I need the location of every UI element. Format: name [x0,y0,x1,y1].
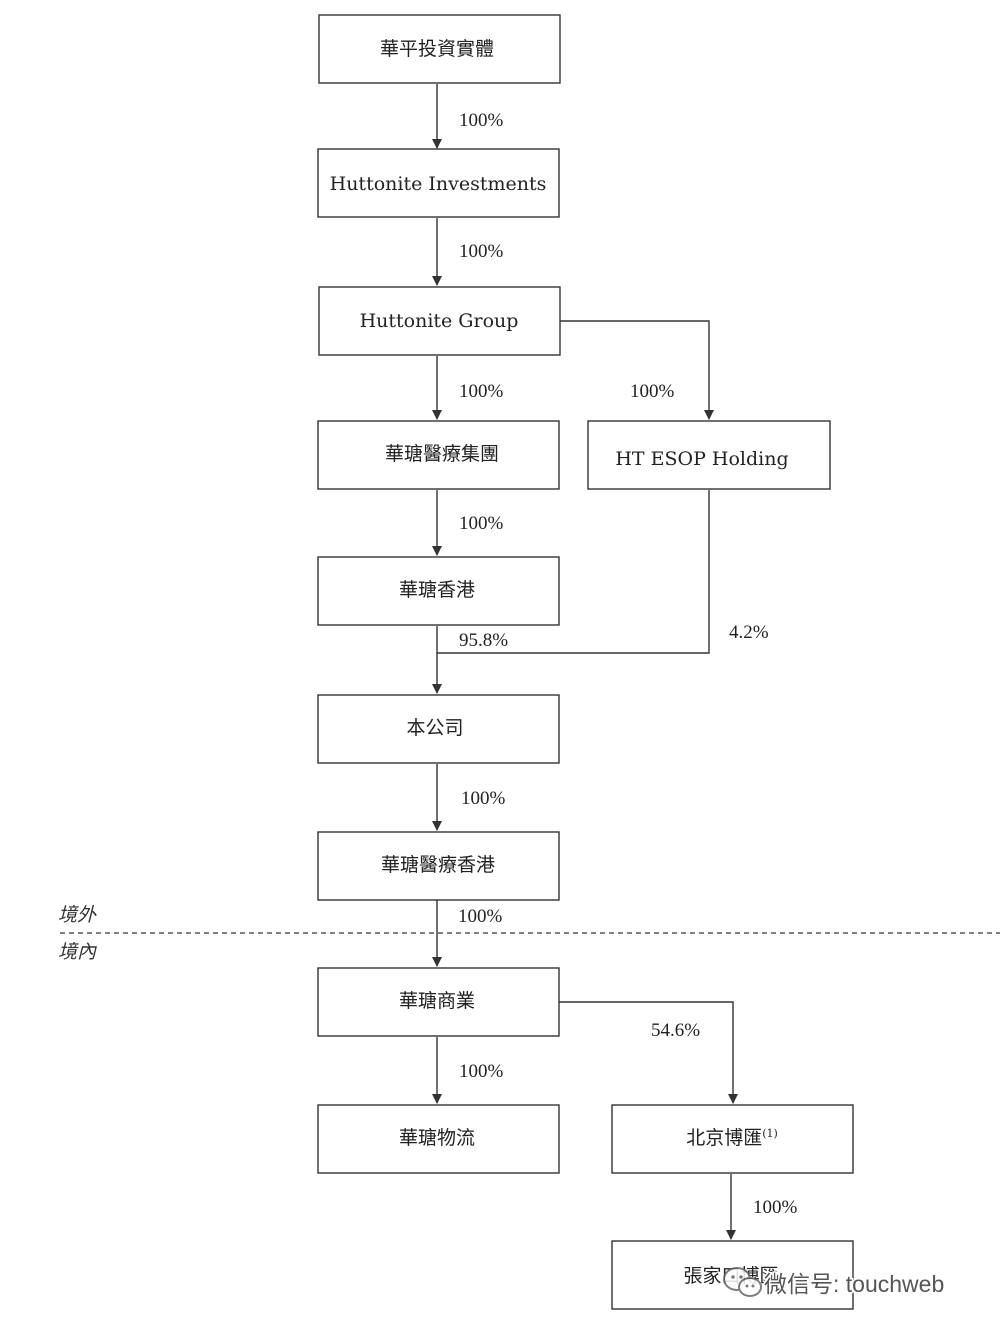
entity-huatang-commercial[interactable]: 華瑭商業 [317,967,560,1037]
pct-huaping-investments: 100% [459,110,504,131]
entity-label: 華瑭商業 [399,990,475,1012]
entity-huatang-medical-hk[interactable]: 華瑭醫療香港 [317,831,560,901]
edge-group-esop [560,320,714,420]
pct-esop-company: 4.2% [729,622,769,643]
entity-huaping-investment[interactable]: 華平投資實體 [318,14,561,84]
pct-beijing-zhangjiakou: 100% [753,1197,798,1218]
entity-label: Huttonite Group [360,310,519,332]
offshore-label: 境外 [58,904,97,926]
watermark: 微信号: touchweb [723,1267,946,1299]
entity-label: 華瑭醫療香港 [381,854,495,876]
pct-hk-company: 95.8% [459,630,508,651]
entity-huttonite-investments[interactable]: Huttonite Investments [317,148,560,218]
edge-esop-company [437,490,710,654]
ownership-labels: 100% 100% 100% 100% 100% 95.8% 4.2% 100%… [458,110,798,1218]
pct-group-esop: 100% [630,381,675,402]
entity-label: 北京博匯 [686,1127,762,1149]
pct-medical-group-hk: 100% [459,513,504,534]
pct-company-medical-hk: 100% [461,788,506,809]
edge-commercial-beijing [559,1001,738,1104]
entity-huttonite-group[interactable]: Huttonite Group [318,286,561,356]
wechat-icon [723,1267,762,1297]
onshore-label: 境內 [58,941,97,963]
entity-ht-esop-holding[interactable]: HT ESOP Holding [587,420,831,490]
pct-medical-hk-commercial: 100% [458,906,503,927]
entity-huatang-logistics[interactable]: 華瑭物流 [317,1104,560,1174]
connectors [432,84,738,1240]
svg-text:北京博匯(1): 北京博匯(1) [686,1127,778,1149]
entity-label: HT ESOP Holding [615,448,788,470]
entity-company[interactable]: 本公司 [317,694,560,764]
entity-label: 本公司 [406,717,463,739]
pct-commercial-beijing: 54.6% [651,1020,700,1041]
watermark-text: 微信号: touchweb [764,1271,944,1297]
entity-label: 華瑭醫療集團 [385,443,499,465]
entity-label: Huttonite Investments [330,173,547,195]
entity-label: 華平投資實體 [380,38,494,60]
entity-huatang-medical-group[interactable]: 華瑭醫療集團 [317,420,560,490]
pct-commercial-logistics: 100% [459,1061,504,1082]
pct-investments-group: 100% [459,241,504,262]
entity-label: 華瑭香港 [399,579,475,601]
pct-group-medical-group: 100% [459,381,504,402]
footnote-marker: (1) [762,1127,778,1140]
entity-label: 華瑭物流 [399,1127,475,1149]
entity-huatang-hk[interactable]: 華瑭香港 [317,556,560,626]
entity-beijing-bohui[interactable]: 北京博匯(1) [611,1104,854,1174]
